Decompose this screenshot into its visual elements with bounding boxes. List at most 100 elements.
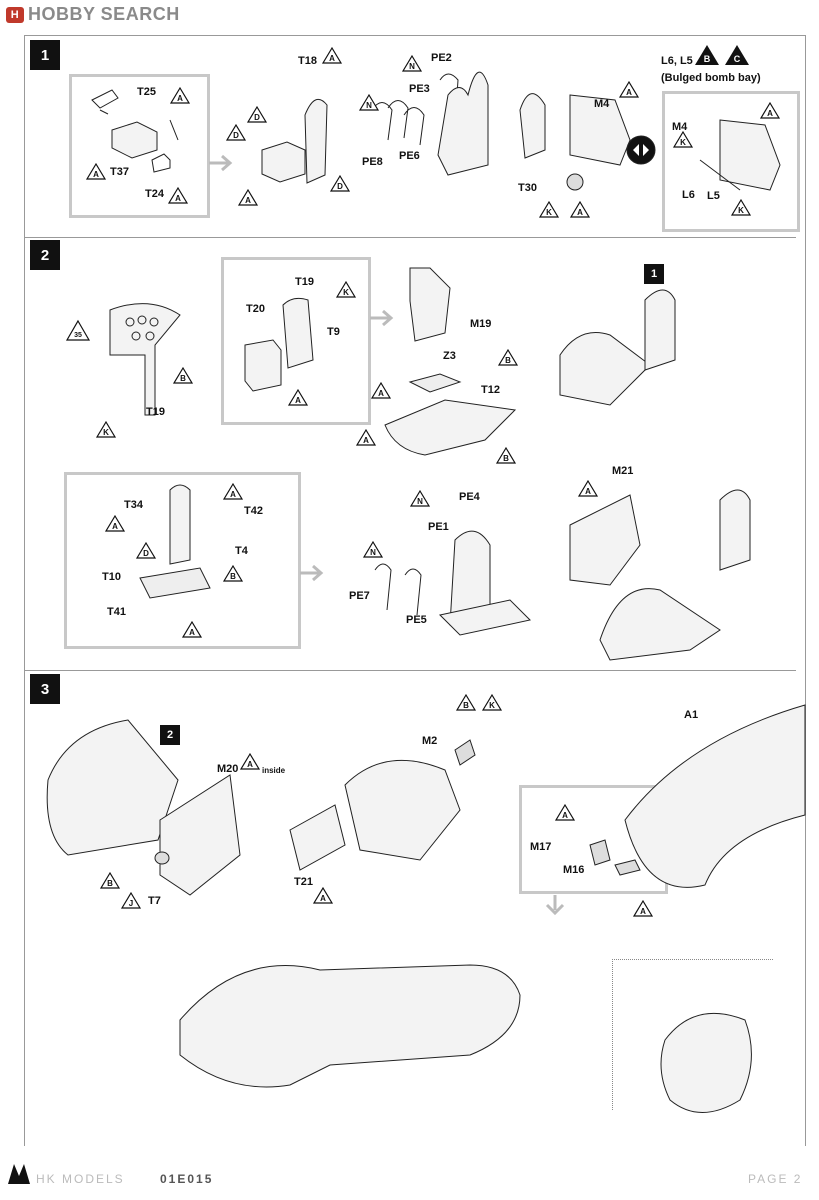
label-M4-variant: M4 [672, 121, 688, 133]
step-reference-1: 1 [644, 264, 664, 284]
label-M19: M19 [470, 318, 492, 330]
svg-text:K: K [546, 208, 552, 217]
label-PE5: PE5 [406, 614, 427, 626]
svg-text:N: N [366, 101, 372, 110]
svg-text:J: J [129, 899, 133, 908]
label-T19-panel: T19 [146, 406, 165, 418]
svg-text:A: A [320, 894, 326, 903]
nose-A1-drawing [624, 704, 806, 888]
label-T21: T21 [294, 876, 313, 888]
harness-PE8-PE6-drawing [371, 100, 425, 146]
svg-text:D: D [337, 182, 343, 191]
footer-page-number: PAGE 2 [748, 1172, 803, 1186]
svg-text:A: A [93, 170, 99, 179]
svg-text:N: N [409, 62, 415, 71]
label-T10: T10 [102, 571, 121, 583]
svg-text:A: A [562, 811, 568, 820]
part-T25-drawing [91, 89, 119, 115]
label-M16: M16 [563, 864, 585, 876]
label-T19: T19 [295, 276, 314, 288]
label-PE7: PE7 [349, 590, 370, 602]
bulkhead-M4-drawing [569, 94, 631, 166]
side-panel-M21-drawing [569, 494, 641, 586]
svg-text:N: N [370, 548, 376, 557]
label-T4: T4 [235, 545, 248, 557]
label-PE4: PE4 [459, 491, 480, 503]
variant-note: (Bulged bomb bay) [661, 72, 761, 84]
label-M2: M2 [422, 735, 438, 747]
watermark-text: HOBBY SEARCH [28, 4, 180, 24]
marker-35: 35 [74, 332, 82, 339]
instruction-frame [24, 35, 806, 1146]
svg-text:A: A [175, 194, 181, 203]
cockpit-assembly-drawing [559, 332, 651, 406]
bulkhead-variant-drawing [719, 119, 781, 191]
svg-text:K: K [738, 206, 744, 215]
subassembly-box-floor [64, 472, 301, 649]
label-T34: T34 [124, 499, 143, 511]
label-T41: T41 [107, 606, 126, 618]
label-M20: M20 [217, 763, 239, 775]
watermark-logo: H [6, 6, 24, 23]
svg-text:A: A [329, 54, 335, 63]
label-T24: T24 [145, 188, 164, 200]
svg-text:A: A [577, 208, 583, 217]
label-M4: M4 [594, 98, 610, 110]
svg-text:K: K [103, 428, 109, 437]
step-3-marker: 3 [30, 674, 60, 704]
step-divider-1 [24, 237, 796, 238]
variant-title: L6, L5 [661, 55, 693, 67]
footer-brand: HK MODELS [36, 1172, 125, 1186]
label-PE3: PE3 [409, 83, 430, 95]
svg-text:A: A [585, 487, 591, 496]
label-L6: L6 [682, 189, 695, 201]
svg-text:B: B [704, 54, 711, 64]
label-Z3: Z3 [443, 350, 456, 362]
cockpit-with-panel-drawing [344, 759, 461, 861]
svg-text:A: A [378, 389, 384, 398]
svg-text:K: K [343, 288, 349, 297]
svg-text:N: N [417, 497, 423, 506]
svg-text:C: C [734, 54, 741, 64]
harness-PE7-PE5-drawing [374, 563, 422, 616]
svg-text:B: B [463, 701, 469, 710]
step-divider-2 [24, 670, 796, 671]
label-T20: T20 [246, 303, 265, 315]
completed-fuselage-drawing [179, 964, 521, 1088]
detail-callout-frame [612, 959, 773, 1110]
seat-back-assembly-drawing [409, 267, 451, 342]
svg-text:K: K [489, 701, 495, 710]
svg-text:A: A [177, 94, 183, 103]
svg-text:A: A [245, 196, 251, 205]
svg-text:B: B [107, 879, 113, 888]
svg-text:D: D [254, 113, 260, 122]
label-T42: T42 [244, 505, 263, 517]
nose-front-view-drawing [660, 1012, 752, 1113]
instrument-panel-drawing [109, 303, 181, 416]
subassembly-box-bomb-bay-variant [662, 91, 800, 232]
hobby-search-watermark: H HOBBY SEARCH [6, 4, 180, 25]
svg-text:B: B [230, 572, 236, 581]
svg-text:A: A [626, 88, 632, 97]
step-1-marker: 1 [30, 40, 60, 70]
svg-text:D: D [233, 131, 239, 140]
seat-back-T18-drawing [304, 98, 328, 184]
label-A1: A1 [684, 709, 699, 721]
subassembly-box-seat-back [221, 257, 371, 425]
seat-box-drawing [111, 121, 158, 159]
panel-T21-drawing [289, 804, 346, 871]
svg-text:K: K [680, 138, 686, 147]
label-M21: M21 [612, 465, 634, 477]
step-reference-2: 2 [160, 725, 180, 745]
label-T30: T30 [518, 182, 537, 194]
svg-text:A: A [230, 490, 236, 499]
seat-with-harness-drawing [437, 71, 489, 176]
label-L5: L5 [707, 190, 720, 202]
label-T18: T18 [298, 55, 317, 67]
label-M17: M17 [530, 841, 552, 853]
svg-text:A: A [295, 396, 301, 405]
label-inside: inside [262, 766, 286, 775]
side-wall-M20-drawing [159, 774, 241, 896]
label-T37: T37 [110, 166, 129, 178]
